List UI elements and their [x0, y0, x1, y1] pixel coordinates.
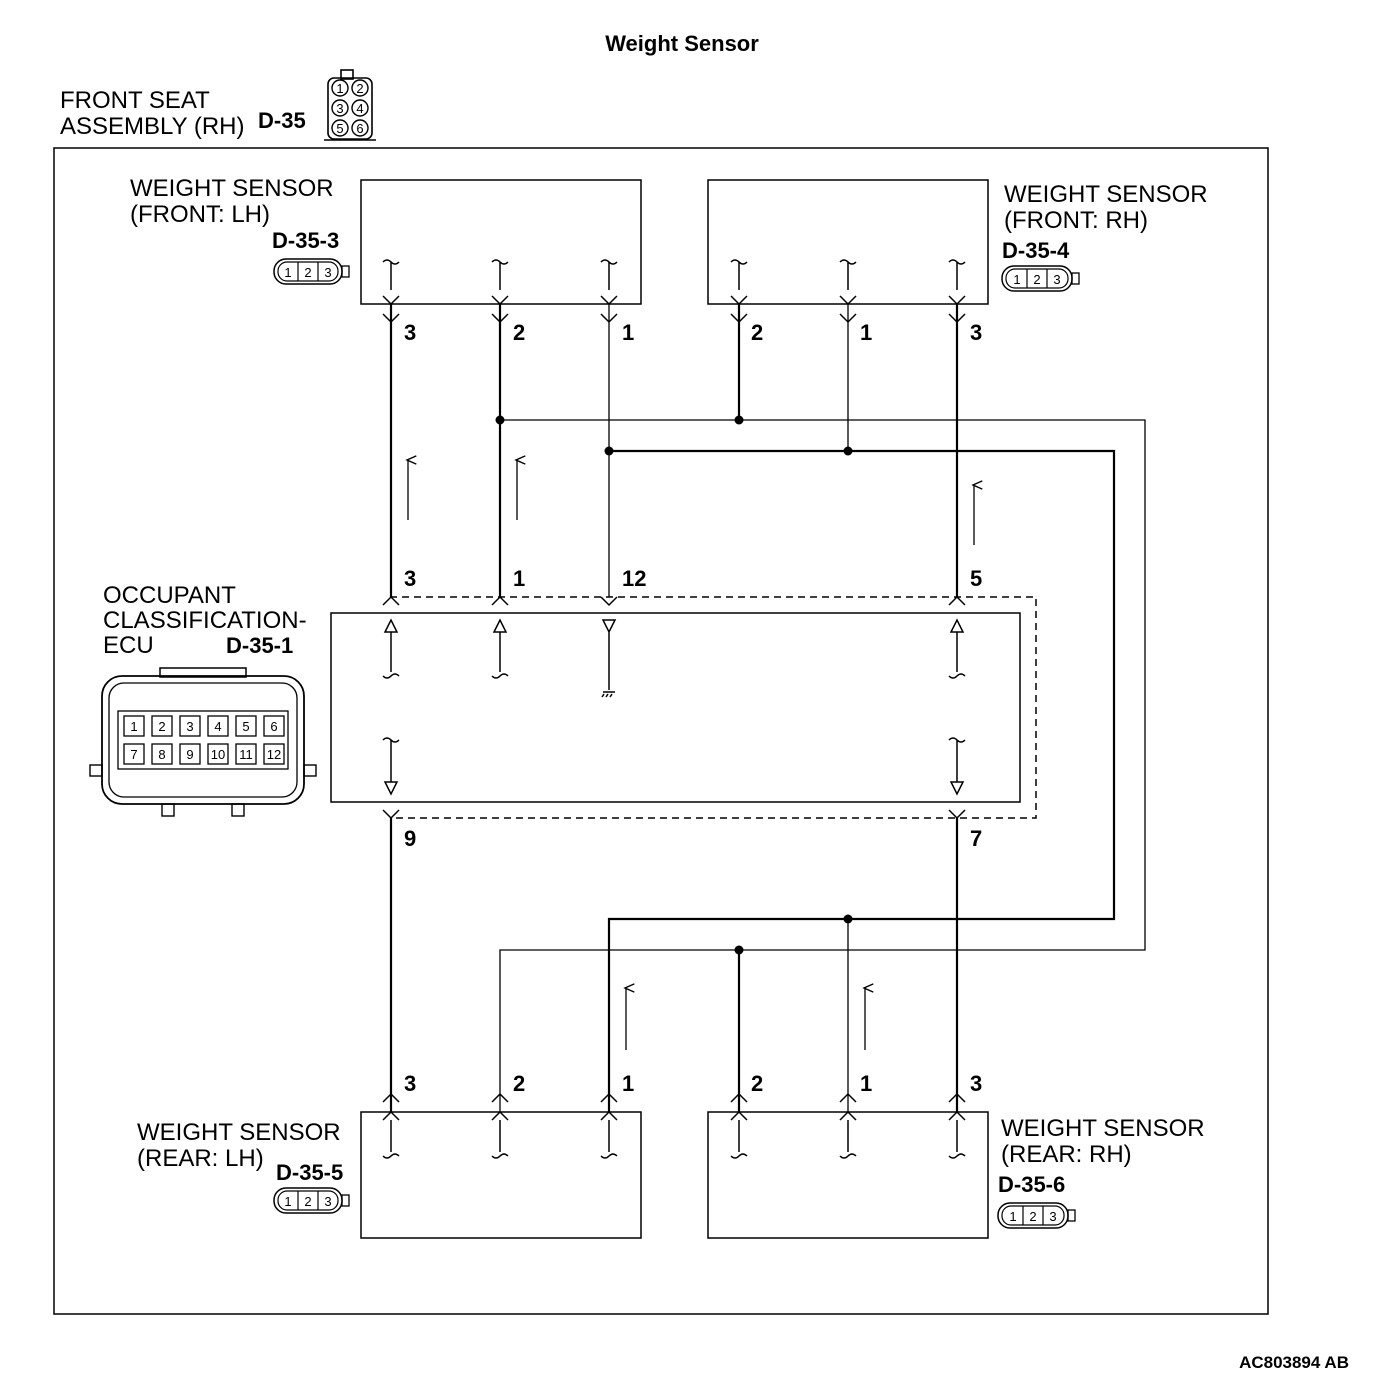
svg-text:1: 1 [284, 265, 291, 280]
ecu-cavity-number: 9 [186, 747, 193, 762]
front-rh-pin-label: 3 [970, 320, 982, 345]
front-lh-sensor-box [360, 179, 642, 305]
signal-direction-arrows [408, 460, 974, 1050]
front-rh-label-line1: WEIGHT SENSOR [1004, 181, 1208, 208]
figure-code: AC803894 AB [1239, 1353, 1349, 1372]
ecu-cavity-number: 2 [158, 719, 165, 734]
ecu-pin-label: 3 [404, 566, 416, 591]
assembly-label-line1: FRONT SEAT [60, 87, 210, 114]
svg-text:2: 2 [1029, 1209, 1036, 1224]
front-lh-pin-label: 1 [622, 320, 634, 345]
rear-rh-pin-label: 2 [751, 1071, 763, 1096]
rear-rh-connector-icon: 1 2 3 [997, 1202, 1076, 1229]
svg-text:1: 1 [336, 81, 343, 96]
ecu-cavity [235, 743, 257, 765]
ecu-label-line2: CLASSIFICATION- [103, 607, 307, 634]
svg-text:4: 4 [356, 101, 363, 116]
rear-rh-pin-label: 1 [860, 1071, 872, 1096]
ecu-box [330, 612, 1021, 803]
rear-lh-sensor-box [360, 1111, 642, 1239]
svg-text:3: 3 [1049, 1209, 1056, 1224]
ecu-cavity [151, 743, 173, 765]
ecu-cavity-number: 10 [211, 747, 225, 762]
ecu-cavity-number: 8 [158, 747, 165, 762]
ecu-cavity [207, 715, 229, 737]
ecu-cavity [123, 743, 145, 765]
svg-text:6: 6 [356, 121, 363, 136]
ecu-cavity-number: 11 [239, 747, 253, 762]
rear-lh-connector-icon: 1 2 3 [273, 1187, 350, 1214]
svg-text:2: 2 [304, 1194, 311, 1209]
rear-rh-connector-code: D-35-6 [998, 1172, 1065, 1197]
rear-lh-pin-label: 2 [513, 1071, 525, 1096]
ecu-pin-label: 5 [970, 566, 982, 591]
ecu-cavity-number: 5 [242, 719, 249, 734]
front-lh-connector-code: D-35-3 [272, 228, 339, 253]
rear-rh-label-line2: (REAR: RH) [1001, 1141, 1132, 1168]
svg-text:5: 5 [336, 121, 343, 136]
rear-lh-pin-label: 3 [404, 1071, 416, 1096]
front-rh-label-line2: (FRONT: RH) [1004, 207, 1148, 234]
ecu-cavity [123, 715, 145, 737]
harness-wires [389, 304, 1146, 1112]
rear-lh-label-line2: (REAR: LH) [137, 1145, 264, 1172]
assembly-connector-code: D-35 [258, 108, 306, 133]
svg-text:2: 2 [1033, 272, 1040, 287]
ecu-cavity-number: 6 [270, 719, 277, 734]
svg-text:3: 3 [324, 1194, 331, 1209]
ecu-pin-label: 1 [513, 566, 525, 591]
ecu-cavity [151, 715, 173, 737]
svg-text:1: 1 [284, 1194, 291, 1209]
svg-text:3: 3 [1053, 272, 1060, 287]
wire-junctions [495, 415, 853, 955]
ecu-cavity [235, 715, 257, 737]
front-lh-pin-label: 2 [513, 320, 525, 345]
ecu-cavity [179, 715, 201, 737]
ecu-cavity-number: 7 [130, 747, 137, 762]
ecu-cavity [263, 715, 285, 737]
rear-lh-label-line1: WEIGHT SENSOR [137, 1119, 341, 1146]
rear-rh-pin-label: 3 [970, 1071, 982, 1096]
ecu-cavity-number: 3 [186, 719, 193, 734]
svg-text:2: 2 [304, 265, 311, 280]
assembly-label-line2: ASSEMBLY (RH) [60, 113, 245, 140]
terminal-symbols [382, 259, 966, 1159]
ecu-cavity-number: 4 [214, 719, 221, 734]
front-rh-pin-label: 1 [860, 320, 872, 345]
ecu-label-line1: OCCUPANT [103, 582, 236, 609]
svg-text:3: 3 [324, 265, 331, 280]
front-lh-pin-label: 3 [404, 320, 416, 345]
front-rh-pin-label: 2 [751, 320, 763, 345]
ecu-cavity [263, 743, 285, 765]
rear-lh-pin-label: 1 [622, 1071, 634, 1096]
front-rh-connector-code: D-35-4 [1002, 238, 1070, 263]
front-lh-connector-icon: 1 2 3 [273, 258, 350, 285]
ecu-pin-label: 7 [970, 826, 982, 851]
assembly-frame [53, 147, 1269, 1315]
front-lh-label-line1: WEIGHT SENSOR [130, 175, 334, 202]
svg-text:3: 3 [336, 101, 343, 116]
assembly-connector-icon: 1 2 3 4 5 6 [324, 69, 376, 141]
ecu-pin-label: 12 [622, 566, 646, 591]
svg-text:1: 1 [1013, 272, 1020, 287]
ecu-cavity [179, 743, 201, 765]
svg-text:2: 2 [356, 81, 363, 96]
front-rh-connector-icon: 1 2 3 [1001, 265, 1080, 292]
ecu-dashed-outline [390, 596, 1037, 819]
ecu-pin-label: 9 [404, 826, 416, 851]
pin-numbers: 3 2 1 2 1 3 3 1 12 5 9 7 3 2 1 2 1 3 [404, 320, 982, 1096]
rear-rh-label-line1: WEIGHT SENSOR [1001, 1115, 1205, 1142]
ecu-cavity-number: 12 [267, 747, 281, 762]
ecu-cavity-number: 1 [130, 719, 137, 734]
svg-text:1: 1 [1009, 1209, 1016, 1224]
ecu-connector-code: D-35-1 [226, 633, 293, 658]
front-lh-label-line2: (FRONT: LH) [130, 201, 270, 228]
rear-lh-connector-code: D-35-5 [276, 1160, 343, 1185]
diagram-title: Weight Sensor [605, 31, 759, 56]
ecu-cavity [207, 743, 229, 765]
ecu-label-line3: ECU [103, 632, 154, 659]
